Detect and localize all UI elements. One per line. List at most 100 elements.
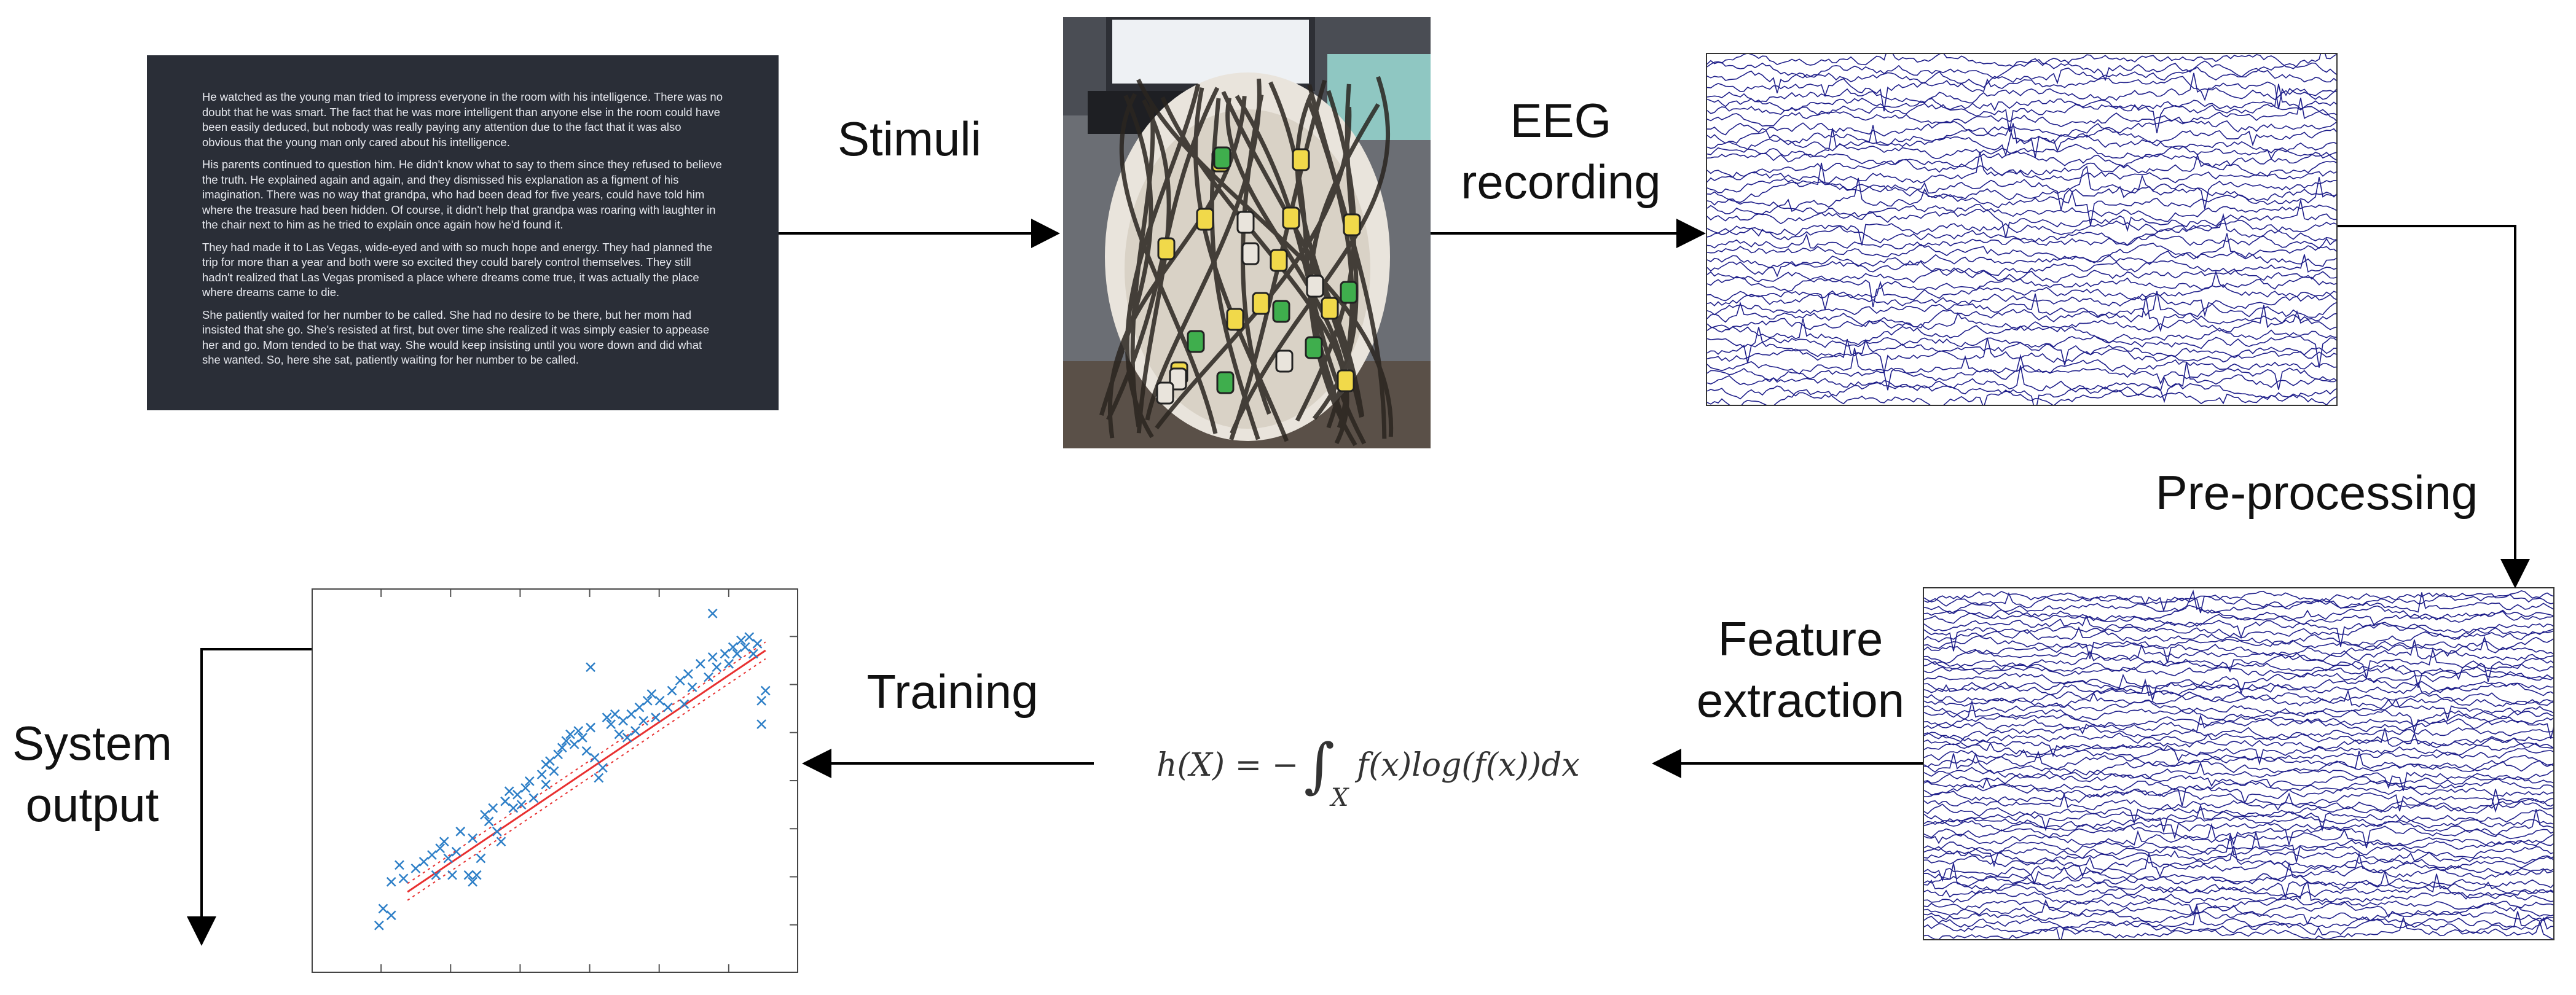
eeg-trace-line (1924, 713, 2553, 728)
label-system-output-line1: System (12, 716, 173, 770)
label-stimuli: Stimuli (837, 112, 982, 166)
eeg-trace-line (1707, 150, 2336, 171)
label-feature-extraction-line1: Feature (1718, 612, 1883, 666)
formula-rhs: f(x)log(f(x))dx (1357, 747, 1580, 784)
scatter-point (504, 786, 514, 797)
eeg-trace-line (1924, 803, 2553, 833)
eeg-trace-line (1707, 76, 2336, 112)
scatter-point (752, 639, 763, 649)
scatter-point (760, 685, 771, 696)
eeg-trace-line (1924, 792, 2553, 813)
system-output-scatter-chart (312, 588, 798, 973)
scatter-point (451, 846, 461, 857)
scatter-point (524, 776, 535, 786)
eeg-trace-line (1924, 897, 2553, 916)
electrode (1275, 349, 1294, 373)
eeg-trace-line (1707, 153, 2336, 178)
scatter-point (468, 833, 478, 843)
scatter-point (720, 649, 730, 659)
scatter-point (431, 870, 441, 880)
eeg-trace-line (1924, 850, 2553, 865)
scatter-point (427, 850, 437, 860)
eeg-trace-line (1924, 905, 2553, 929)
scatter-point (695, 658, 705, 669)
eeg-trace-line (1707, 151, 2336, 184)
scatter-point (528, 793, 539, 803)
electrode-wire (1295, 90, 1357, 422)
scatter-point (594, 773, 604, 783)
stimulus-text-panel: He watched as the young man tried to imp… (147, 55, 779, 410)
electrode (1236, 211, 1255, 234)
scatter-point (512, 789, 522, 800)
eeg-trace-line (1924, 899, 2553, 918)
eeg-trace-line (1924, 846, 2553, 872)
eeg-trace-line (1707, 362, 2336, 392)
scatter-point (374, 920, 384, 931)
scatter-point (569, 739, 579, 749)
scatter-point (589, 752, 600, 763)
scatter-point (704, 672, 713, 682)
scatter-point (638, 716, 649, 726)
eeg-trace-line (1707, 66, 2336, 93)
scatter-points (374, 609, 771, 931)
scatter-point (756, 719, 767, 729)
electrode (1282, 206, 1300, 230)
preprocessed-eeg-traces (1924, 590, 2553, 939)
scatter-point (378, 903, 388, 914)
eeg-trace-line (1924, 851, 2553, 882)
scatter-point (398, 873, 409, 884)
electrode-wire (1193, 87, 1289, 442)
scatter-point (541, 779, 551, 790)
eeg-trace-line (1924, 671, 2553, 702)
eeg-cap-photo-icon (1063, 17, 1431, 448)
label-preprocessing: Pre-processing (2155, 466, 2478, 520)
electrode (1187, 330, 1205, 353)
eeg-trace-line (1707, 84, 2336, 133)
electrode-wire (1241, 94, 1271, 415)
scatter-point (573, 726, 584, 736)
eeg-trace-line (1924, 816, 2553, 831)
electrode (1305, 336, 1323, 359)
scatter-point (435, 843, 446, 854)
label-eeg-recording-line2: recording (1461, 155, 1661, 209)
scatter-point (455, 826, 466, 837)
scatter-point (386, 910, 396, 921)
raw-eeg-traces (1707, 54, 2336, 405)
scatter-point (484, 816, 494, 827)
eeg-trace-line (1924, 862, 2553, 885)
eeg-trace-line (1924, 822, 2553, 849)
scatter-axis-ticks (380, 590, 797, 972)
eeg-trace-line (1707, 177, 2336, 226)
eeg-trace-line (1707, 219, 2336, 246)
formula-integral-sign: ∫ (1304, 731, 1335, 800)
eeg-trace-line (1707, 382, 2336, 405)
eeg-trace-line (1924, 639, 2553, 664)
electrode (1213, 146, 1231, 170)
eeg-trace-line (1707, 318, 2336, 346)
label-eeg-recording-line1: EEG (1510, 93, 1612, 147)
electrode (1340, 281, 1358, 304)
arrow-preprocessing (2338, 225, 2516, 565)
eeg-trace-line (1707, 268, 2336, 283)
electrode-wire (1125, 84, 1201, 439)
scatter-point (500, 796, 510, 806)
eeg-trace-line (1924, 829, 2553, 848)
eeg-trace-line (1924, 916, 2553, 939)
scatter-point (642, 695, 653, 706)
scatter-point (418, 857, 429, 867)
scatter-point (598, 763, 608, 773)
eeg-trace-line (1707, 389, 2336, 405)
eeg-trace-line (1707, 295, 2336, 333)
eeg-trace-line (1924, 626, 2553, 647)
eeg-trace-line (1924, 592, 2553, 614)
eeg-trace-line (1707, 270, 2336, 308)
scatter-point (707, 652, 718, 662)
eeg-trace-line (1707, 59, 2336, 82)
scatter-point (740, 642, 750, 652)
confidence-band-line (407, 641, 766, 884)
arrow-system-output (200, 648, 312, 927)
scatter-point (728, 642, 738, 652)
eeg-trace-line (1924, 689, 2553, 709)
eeg-trace-line (1707, 348, 2336, 375)
